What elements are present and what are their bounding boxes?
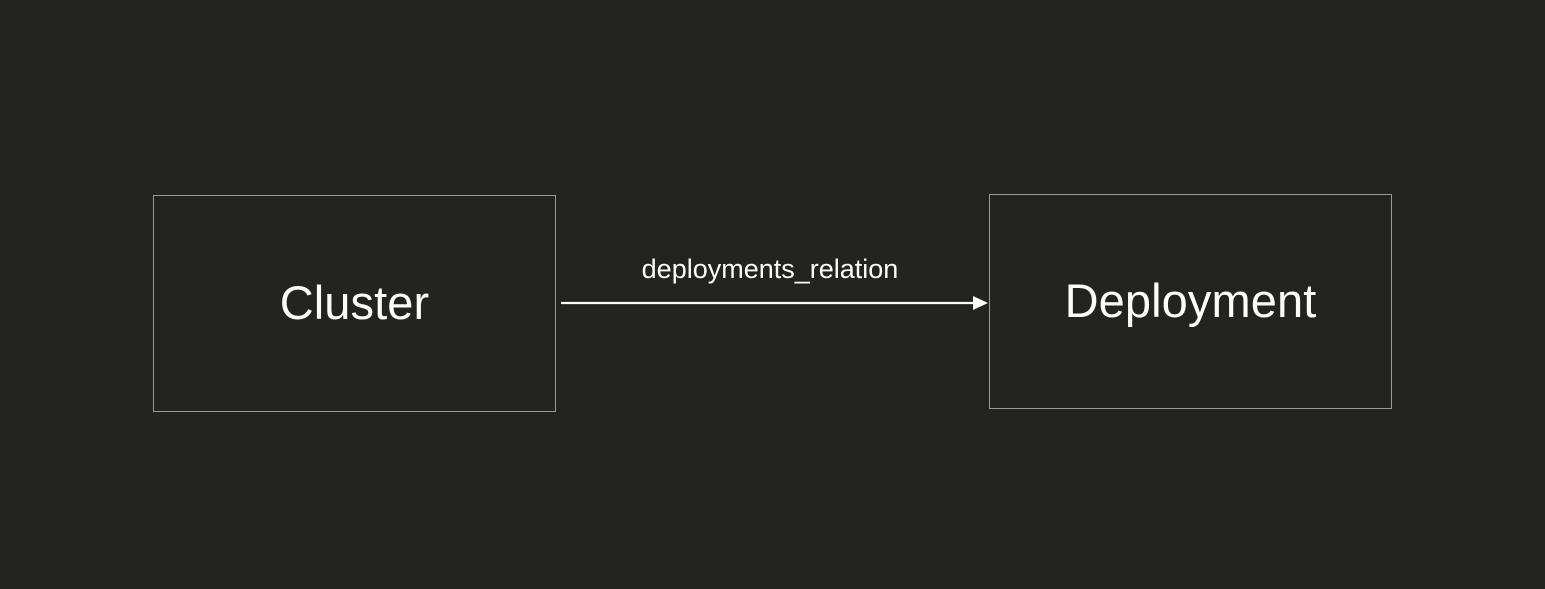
arrow-head-icon: [973, 296, 988, 310]
node-deployment[interactable]: Deployment: [989, 194, 1392, 409]
edge-deployments-relation-label: deployments_relation: [641, 254, 899, 284]
node-cluster[interactable]: Cluster: [153, 195, 556, 412]
node-deployment-label: Deployment: [1064, 274, 1317, 327]
node-cluster-label: Cluster: [279, 276, 430, 329]
